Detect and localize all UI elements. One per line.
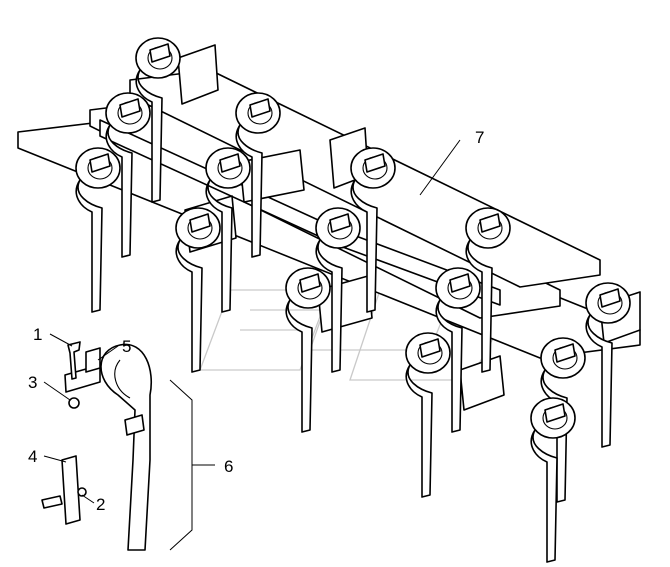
callout-4: 4 xyxy=(28,447,37,466)
nut-part-3 xyxy=(68,397,80,409)
spring-tine xyxy=(585,282,631,448)
spring-tine xyxy=(350,147,396,313)
callout-1: 1 xyxy=(33,325,42,344)
spring-tine xyxy=(285,267,331,433)
plate-part-4 xyxy=(61,455,81,525)
callout-3: 3 xyxy=(28,373,37,392)
callout-5: 5 xyxy=(122,337,131,356)
spring-tine xyxy=(135,37,181,203)
spring-tine xyxy=(105,92,151,258)
callout-6: 6 xyxy=(224,457,233,476)
exploded-tine-6 xyxy=(100,343,152,551)
spring-tine xyxy=(530,397,576,563)
callout-2: 2 xyxy=(96,495,105,514)
callout-7: 7 xyxy=(475,128,484,147)
spring-tine xyxy=(205,147,251,313)
spring-tine xyxy=(175,207,221,373)
leader-lines xyxy=(43,139,461,504)
bracket-part-5 xyxy=(64,347,101,393)
spring-tine xyxy=(75,147,121,313)
spring-tine xyxy=(405,332,451,498)
group-bracket-6 xyxy=(169,379,193,551)
bolt-part-1 xyxy=(67,341,81,380)
spring-tine xyxy=(465,207,511,373)
spring-tines xyxy=(75,37,631,563)
bolt-part-2 xyxy=(41,487,87,509)
spring-tine xyxy=(315,207,361,373)
spring-tine xyxy=(235,92,281,258)
spring-tine xyxy=(435,267,481,433)
